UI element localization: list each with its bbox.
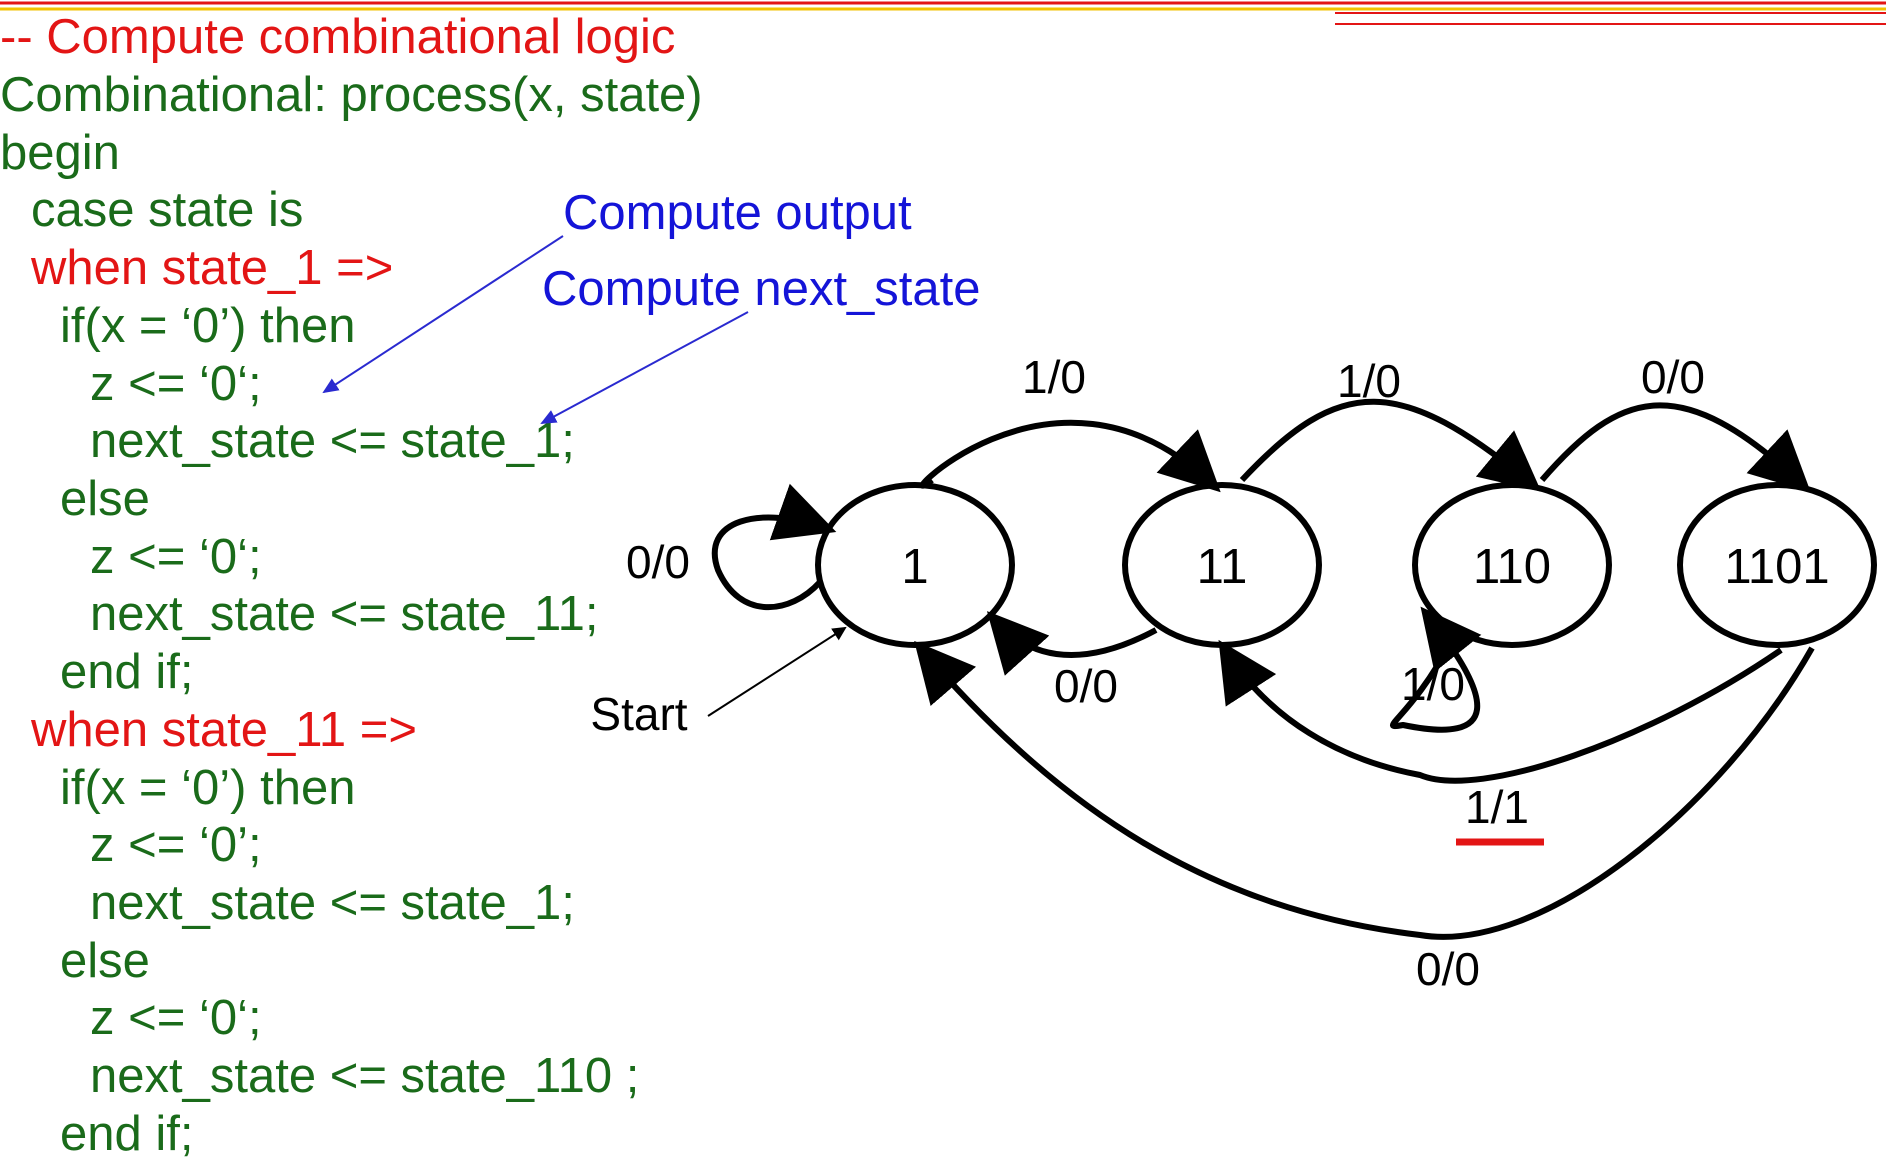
edge-label: 0/0	[1641, 351, 1705, 403]
edge-label: 0/0	[1416, 943, 1480, 995]
edge-110-self-loop	[1389, 606, 1482, 733]
state-label: 11	[1197, 540, 1248, 594]
state-11: 11	[1122, 482, 1322, 648]
code-line-next-state: next_state <= state_11;	[90, 587, 599, 641]
code-line-z-assign: z <= ‘0’;	[90, 818, 262, 872]
code-line-if: if(x = ‘0’) then	[60, 299, 356, 353]
state-label: 1101	[1724, 540, 1829, 594]
code-line-end-if: end if;	[60, 645, 194, 699]
code-line-z-assign: z <= ‘0‘;	[90, 357, 262, 411]
edge-11-to-1	[986, 611, 1158, 676]
code-line-next-state: next_state <= state_110 ;	[90, 1049, 640, 1103]
state-1: 1	[815, 482, 1015, 648]
start-label: Start	[590, 688, 687, 740]
code-line-case: case state is	[31, 183, 304, 237]
state-label: 110	[1473, 540, 1551, 594]
edge-label: 0/0	[1054, 660, 1118, 712]
state-110: 110	[1412, 482, 1612, 648]
edge-label: 1/0	[1022, 351, 1086, 403]
edge-110-to-1101	[1539, 402, 1811, 493]
state-1101: 1101	[1677, 482, 1877, 648]
code-line-z-assign: z <= ‘0‘;	[90, 530, 262, 584]
edge-label: 1/0	[1401, 658, 1465, 710]
start-arrow	[707, 626, 847, 717]
code-title: -- Compute combinational logic	[0, 10, 676, 64]
code-line-if: if(x = ‘0’) then	[60, 761, 356, 815]
code-line-next-state: next_state <= state_1;	[90, 414, 575, 468]
code-line-when-state-1: when state_1 =>	[31, 241, 394, 295]
edge-1-self-loop	[711, 483, 837, 611]
code-line-else: else	[60, 934, 150, 988]
edge-1101-to-1	[914, 640, 1815, 940]
annotation-arrow-output	[322, 235, 564, 394]
edge-label: 1/0	[1337, 355, 1401, 407]
annotation-compute-output: Compute output	[563, 186, 912, 240]
code-line-end-if: end if;	[60, 1107, 194, 1161]
code-line-when-state-11: when state_11 =>	[31, 703, 417, 757]
edge-1101-to-11	[1218, 639, 1783, 784]
code-line-z-assign: z <= ‘0‘;	[90, 991, 262, 1045]
annotation-arrow-next-state	[540, 311, 749, 424]
state-label: 1	[901, 540, 928, 594]
code-line-begin: begin	[0, 126, 120, 180]
code-line-else: else	[60, 472, 150, 526]
edge-label-highlighted: 1/1	[1465, 781, 1529, 833]
edge-11-to-110	[1239, 398, 1542, 492]
edge-1-to-11	[919, 419, 1221, 493]
title-underline-rule	[1335, 23, 1886, 25]
annotation-compute-next-state: Compute next_state	[542, 262, 981, 316]
title-bar-rules	[0, 1, 1886, 14]
code-line-next-state: next_state <= state_1;	[90, 876, 575, 930]
edge-label: 0/0	[626, 536, 690, 588]
code-line-process: Combinational: process(x, state)	[0, 68, 703, 122]
